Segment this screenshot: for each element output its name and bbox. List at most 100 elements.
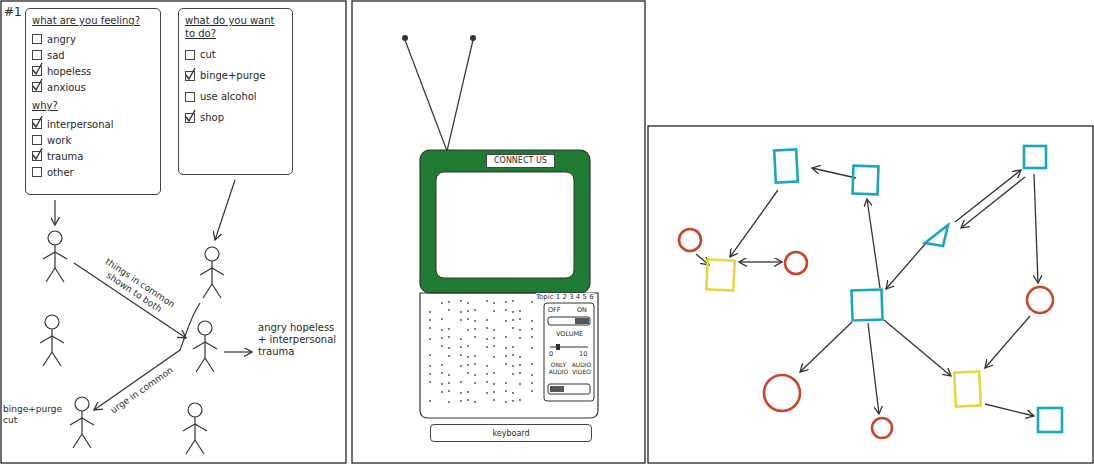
speaker-dot xyxy=(441,364,443,366)
speaker-dot xyxy=(460,311,462,313)
stick-figure xyxy=(183,403,207,454)
speaker-dot xyxy=(505,363,507,365)
figure-body xyxy=(51,329,52,352)
figure-leg xyxy=(195,440,204,454)
figure-leg xyxy=(73,434,82,448)
speaker-dot xyxy=(474,320,476,322)
speaker-dot xyxy=(493,372,495,374)
figure-body xyxy=(211,261,212,284)
speaker-dot xyxy=(441,383,443,385)
speaker-dot xyxy=(460,365,462,367)
figure-head xyxy=(75,397,89,411)
figure-body xyxy=(204,335,205,358)
speaker-dot xyxy=(448,347,450,349)
figure-arm xyxy=(212,268,224,275)
speaker-dot xyxy=(429,400,431,402)
speaker-dot xyxy=(474,328,476,330)
speaker-dot xyxy=(467,310,469,312)
figure-arm xyxy=(195,424,207,431)
speaker-dot xyxy=(505,390,507,392)
checkbox-row: work xyxy=(32,132,154,148)
speaker-dot xyxy=(505,347,507,349)
speaker-dot xyxy=(441,337,443,339)
speaker-dot xyxy=(441,345,443,347)
checkbox xyxy=(32,167,42,177)
checkbox-row: anxious xyxy=(32,79,154,95)
speaker-dot xyxy=(519,399,521,401)
sketch-note: ON xyxy=(577,307,587,315)
speaker-dot xyxy=(448,336,450,338)
figure-leg xyxy=(52,352,61,366)
speaker-dot xyxy=(519,364,521,366)
figure-leg xyxy=(46,268,55,282)
stick-figure xyxy=(200,247,224,298)
sketch-note: angry hopeless + interpersonal trauma xyxy=(258,322,340,358)
figure-leg xyxy=(43,352,52,366)
figure-head xyxy=(188,403,202,417)
panel-frame xyxy=(648,126,1093,463)
speaker-dot xyxy=(486,373,488,375)
checkbox-row: shop xyxy=(185,107,286,128)
option-text: use alcohol xyxy=(200,91,257,102)
check-stroke xyxy=(33,63,42,74)
checkbox xyxy=(185,113,195,123)
form-heading: what do you want to do? xyxy=(185,14,286,40)
speaker-dot xyxy=(429,354,431,356)
speaker-dot xyxy=(429,365,431,367)
speaker-dot xyxy=(467,356,469,358)
speaker-dot xyxy=(467,364,469,366)
check-mark xyxy=(32,78,44,92)
speaker-dot xyxy=(474,336,476,338)
form-card: what are you feeling?angrysadhopelessanx… xyxy=(25,8,161,195)
speaker-dot xyxy=(486,300,488,302)
option-text: hopeless xyxy=(47,66,91,77)
speaker-dot xyxy=(474,355,476,357)
check-mark xyxy=(32,115,44,129)
speaker-dot xyxy=(460,392,462,394)
check-mark xyxy=(32,62,44,76)
speaker-dot xyxy=(460,381,462,383)
speaker-dot xyxy=(505,320,507,322)
speaker-dot xyxy=(493,337,495,339)
stick-figures xyxy=(40,231,224,454)
figure-leg xyxy=(82,434,91,448)
speaker-dot xyxy=(460,319,462,321)
stick-figure xyxy=(43,231,67,282)
figure-arm xyxy=(200,268,212,275)
sketch-note: things in common shown to both xyxy=(91,252,183,323)
figure-arm xyxy=(205,342,217,349)
figure-leg xyxy=(186,440,195,454)
stick-figure xyxy=(193,321,217,372)
speaker-dot xyxy=(519,310,521,312)
checkbox-row: cut xyxy=(185,44,286,65)
speaker-dot xyxy=(467,329,469,331)
speaker-dot xyxy=(429,319,431,321)
speaker-dot xyxy=(512,392,514,394)
figure-leg xyxy=(196,358,205,372)
speaker-dot xyxy=(441,391,443,393)
speaker-dot xyxy=(448,390,450,392)
figure-leg xyxy=(212,284,221,298)
option-text: sad xyxy=(47,50,65,61)
speaker-dot xyxy=(460,400,462,402)
speaker-dot xyxy=(531,390,533,392)
speaker-dot xyxy=(467,399,469,401)
speaker-dot xyxy=(448,301,450,303)
figure-arm xyxy=(70,418,82,425)
figure-leg xyxy=(205,358,214,372)
speaker-dot xyxy=(460,300,462,302)
speaker-dot xyxy=(448,309,450,311)
speaker-dot xyxy=(519,318,521,320)
speaker-dot xyxy=(519,356,521,358)
speaker-dot xyxy=(531,336,533,338)
checkbox-row: binge+purge xyxy=(185,65,286,86)
figure-head xyxy=(198,321,212,335)
speaker-dot xyxy=(448,382,450,384)
speaker-dot xyxy=(493,302,495,304)
speaker-dot xyxy=(519,383,521,385)
speaker-dot xyxy=(441,372,443,374)
checkbox xyxy=(32,151,42,161)
speaker-dot xyxy=(512,319,514,321)
